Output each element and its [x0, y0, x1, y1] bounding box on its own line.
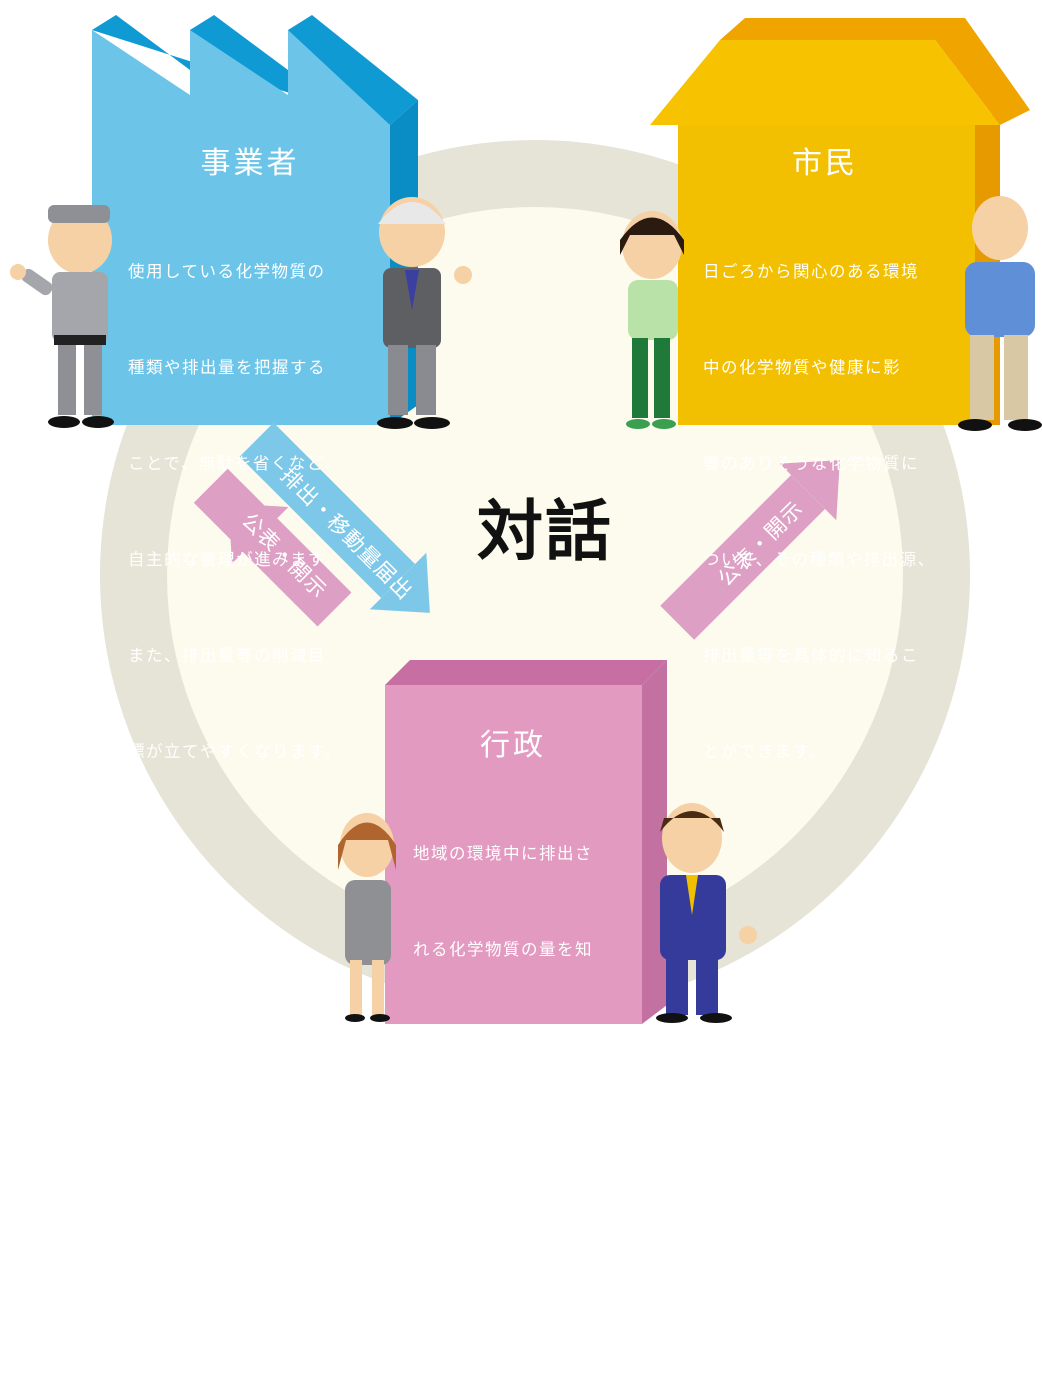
citizen-line-6: とができます。: [703, 742, 828, 761]
citizen-line-1: 日ごろから関心のある環境: [703, 262, 919, 281]
business-line-1: 使用している化学物質の: [128, 262, 326, 281]
factory-front: [92, 30, 390, 425]
business-title: 事業者: [200, 146, 300, 181]
government-text: 地域の環境中に排出さ れる化学物質の量を知 ることで、対策の必要性 や優先順位を…: [413, 774, 611, 1382]
government-line-1: 地域の環境中に排出さ: [413, 844, 593, 863]
business-line-4: 自主的な管理が進みます。: [128, 550, 343, 569]
citizen-line-5: 排出量等を具体的に知るこ: [703, 646, 919, 665]
arrow-disclose-right: [660, 460, 840, 640]
citizen-box: [650, 18, 1030, 425]
government-line-3: ることで、対策の必要性: [413, 1036, 610, 1055]
house-roof-icon: [720, 18, 1030, 125]
citizen-line-4: ついて、その種類や排出源、: [703, 550, 936, 569]
arrow-disclose-left: [193, 468, 352, 627]
house-front: [678, 125, 975, 425]
business-line-5: また、排出量等の削減目: [128, 646, 326, 665]
business-text: 使用している化学物質の 種類や排出量を把握する ことで、無駄を省くなど、 自主的…: [128, 192, 342, 800]
citizen-line-3: 響のありそうな化学物質に: [703, 454, 919, 473]
house-roof-front: [650, 40, 1000, 125]
government-line-4: や優先順位を決める際: [413, 1132, 593, 1151]
business-line-6: 標が立てやすくなります。: [128, 742, 343, 761]
government-line-2: れる化学物質の量を知: [413, 940, 593, 959]
female-official-figure-icon: [338, 813, 396, 1022]
gov-top: [385, 660, 667, 685]
diagram-canvas: [10, 15, 1042, 1024]
man-figure-icon: [958, 196, 1042, 431]
arrow-report: [239, 422, 430, 613]
government-line-5: の参考にすることができ: [413, 1228, 612, 1247]
business-line-3: ことで、無駄を省くなど、: [128, 454, 343, 473]
government-line-6: ます。: [413, 1324, 466, 1343]
citizen-title: 市民: [792, 146, 858, 181]
businessman-figure-icon: [377, 197, 472, 429]
woman-figure-icon: [620, 211, 684, 429]
government-title: 行政: [480, 728, 546, 763]
male-official-figure-icon: [656, 803, 757, 1023]
gov-front: [385, 685, 642, 1024]
citizen-text: 日ごろから関心のある環境 中の化学物質や健康に影 響のありそうな化学物質に つい…: [703, 192, 936, 800]
center-label-dialogue: 対話: [477, 493, 613, 570]
business-line-2: 種類や排出量を把握する: [128, 358, 326, 377]
citizen-line-2: 中の化学物質や健康に影: [703, 358, 901, 377]
worker-figure-icon: [10, 205, 114, 428]
